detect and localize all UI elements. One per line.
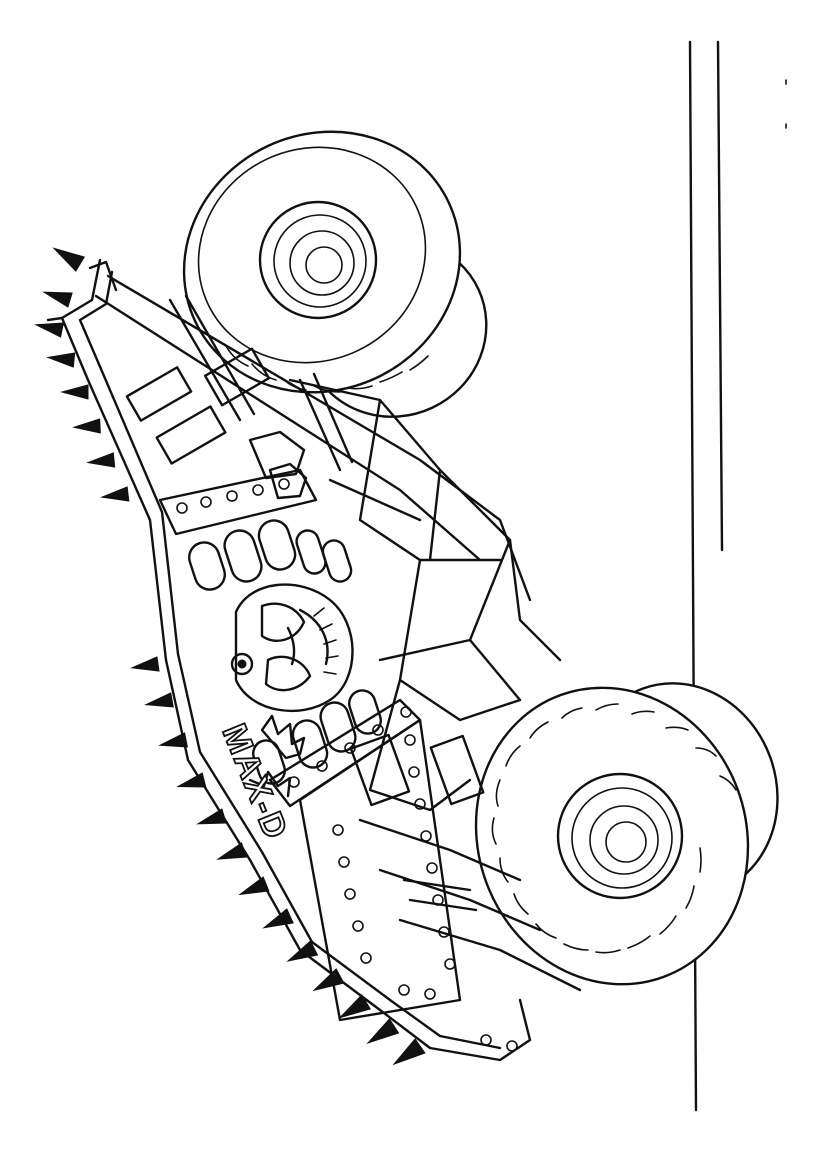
spike bbox=[144, 692, 174, 708]
spike bbox=[52, 247, 85, 272]
spike bbox=[34, 322, 65, 338]
spike bbox=[60, 384, 89, 400]
spikes bbox=[34, 247, 426, 1066]
spike bbox=[392, 1038, 426, 1066]
bottom-wheel bbox=[474, 682, 779, 986]
spike bbox=[158, 732, 189, 748]
spike bbox=[216, 842, 248, 860]
top-wheel bbox=[182, 130, 488, 418]
spike bbox=[262, 908, 294, 929]
face-graphic bbox=[188, 519, 382, 798]
spike bbox=[46, 352, 76, 368]
spike bbox=[72, 418, 101, 434]
riveted-plates bbox=[158, 468, 518, 1052]
spike bbox=[238, 876, 270, 896]
spike bbox=[176, 772, 207, 788]
spike bbox=[196, 808, 227, 825]
spike bbox=[130, 656, 160, 672]
spike bbox=[42, 291, 73, 308]
spike bbox=[86, 452, 116, 468]
spike bbox=[366, 1018, 400, 1044]
spike bbox=[312, 968, 345, 992]
spike bbox=[338, 994, 371, 1019]
spike bbox=[100, 486, 130, 502]
chassis-frame bbox=[94, 274, 582, 992]
truck-body bbox=[46, 258, 532, 1062]
spike bbox=[286, 940, 319, 962]
